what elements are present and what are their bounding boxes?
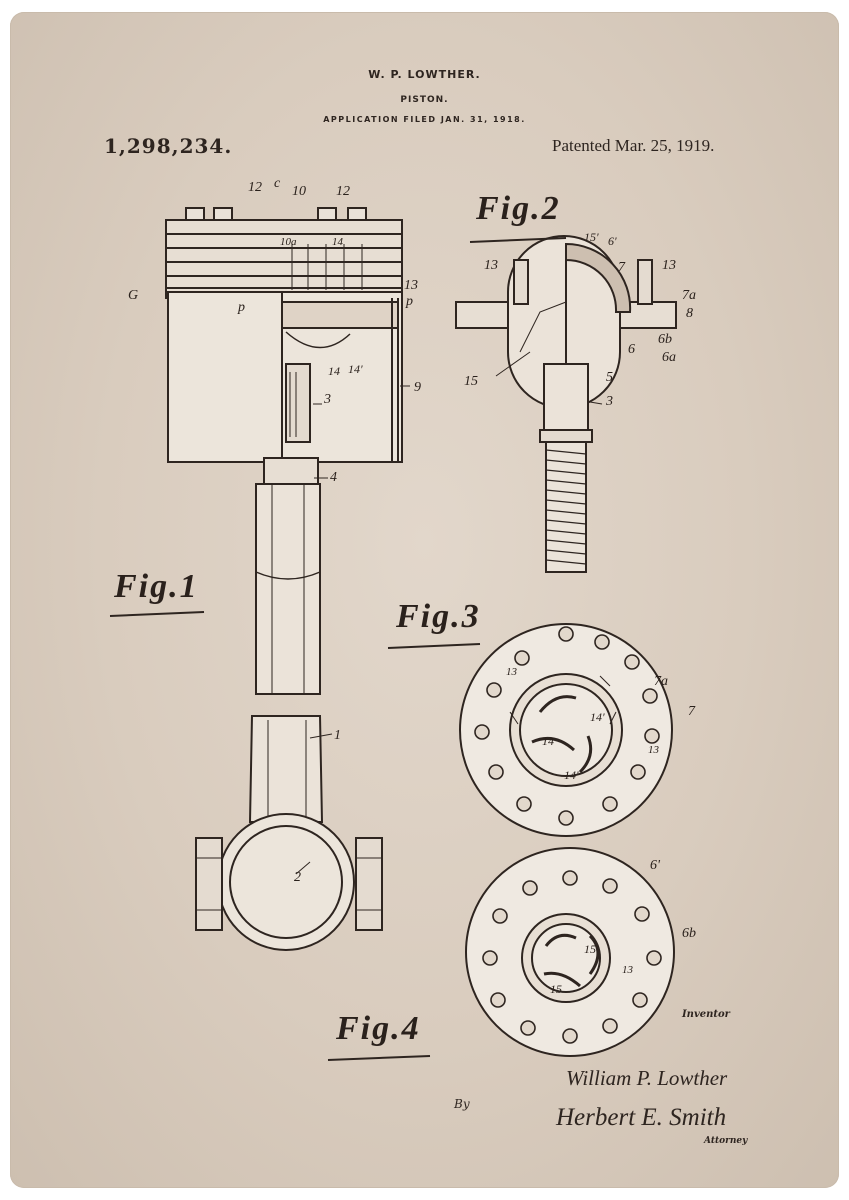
fig2-label: 6b: [658, 332, 672, 347]
fig1-label: 14: [328, 364, 340, 378]
fig1-label: 1: [334, 728, 341, 743]
fig4-title: Fig.4: [336, 1010, 421, 1047]
fig2-label: 7: [618, 260, 625, 275]
application-filed-line: APPLICATION FILED JAN. 31, 1918.: [323, 115, 526, 124]
fig2-label: 13: [662, 258, 676, 273]
fig2-title: Fig.2: [476, 190, 561, 227]
fig1-label: 9: [414, 380, 421, 395]
fig1-drawing: [165, 207, 410, 951]
fig3-label: 13: [506, 666, 517, 678]
fig2-label: 15': [584, 230, 599, 244]
fig1-label: c: [274, 176, 281, 191]
patent-drawings: [109, 207, 677, 1061]
inventor-label: Inventor: [682, 1009, 730, 1020]
fig2-label: 8: [686, 306, 693, 321]
fig2-label: 6a: [662, 350, 676, 365]
fig1-label: 14': [348, 362, 363, 376]
fig1-label: G: [128, 288, 139, 303]
inventor-name-header: W. P. LOWTHER.: [368, 68, 481, 81]
fig2-label: 3: [606, 394, 613, 409]
fig2-label: 15: [464, 374, 478, 389]
fig1-label: 3: [324, 392, 331, 407]
patent-title: PISTON.: [400, 95, 449, 105]
fig2-label: 6: [628, 342, 635, 357]
fig1-title: Fig.1: [114, 568, 199, 605]
fig1-label: 12: [248, 180, 262, 195]
fig2-drawing: [455, 235, 677, 573]
fig3-drawing: [459, 623, 673, 837]
fig1-label: 4: [330, 470, 337, 485]
fig1-label: 10: [292, 184, 306, 199]
fig2-label: 13: [484, 258, 498, 273]
patent-number: 1,298,234.: [104, 134, 233, 158]
attorney-signature: Herbert E. Smith: [556, 1104, 727, 1131]
attorney-label: Attorney: [704, 1136, 748, 1146]
fig3-label: 7a: [654, 674, 668, 689]
fig1-label: 12: [336, 184, 350, 199]
fig1-label: 10a: [280, 236, 297, 248]
fig4-label: 6': [650, 858, 660, 873]
fig4-label: 15': [584, 942, 599, 956]
fig3-label: 7: [688, 704, 695, 719]
fig2-label: 5: [606, 370, 613, 385]
fig3-title: Fig.3: [396, 598, 481, 635]
fig1-label: p: [406, 294, 413, 309]
fig2-label: 6': [608, 234, 617, 248]
fig4-label: 15: [550, 982, 562, 996]
fig1-label: 14: [332, 236, 343, 248]
fig1-label: 13: [404, 278, 418, 293]
fig4-label: 13: [622, 964, 633, 976]
fig4-drawing: [465, 847, 675, 1057]
fig1-label: 2: [294, 870, 301, 885]
patent-sheet: W. P. LOWTHER. PISTON. APPLICATION FILED…: [10, 12, 839, 1188]
fig3-label: 14': [590, 710, 605, 724]
patented-date: Patented Mar. 25, 1919.: [552, 136, 715, 155]
fig3-label: 14': [564, 768, 579, 782]
fig3-label: 14: [542, 734, 554, 748]
inventor-signature: William P. Lowther: [566, 1066, 728, 1090]
fig4-label: 6b: [682, 926, 696, 941]
fig3-label: 13: [648, 744, 659, 756]
by-label: By: [454, 1097, 470, 1111]
fig1-label: p: [238, 300, 245, 315]
fig2-label: 7a: [682, 288, 696, 303]
